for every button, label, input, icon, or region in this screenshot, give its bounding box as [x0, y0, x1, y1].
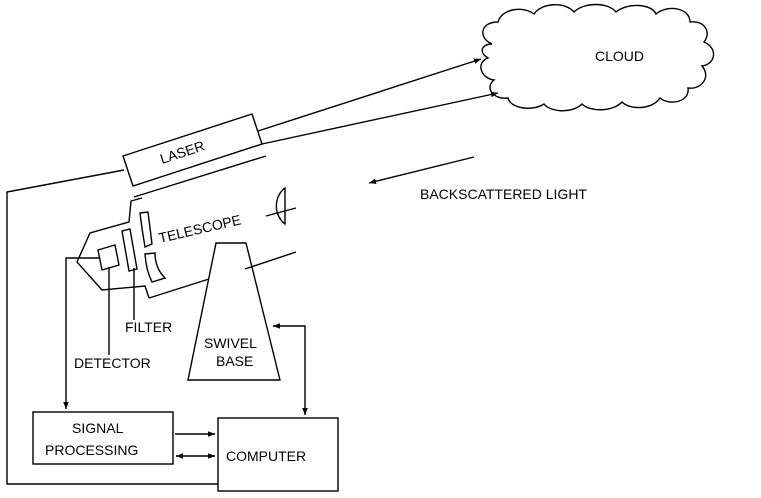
laser-beam-upper	[257, 58, 482, 132]
signal-label: SIGNAL	[72, 420, 124, 436]
filter-element	[121, 228, 138, 272]
signal-processing-box	[32, 411, 174, 465]
telescope-tube-top	[130, 197, 143, 202]
cloud-label: CLOUD	[595, 48, 644, 64]
primary-mirror	[275, 186, 286, 226]
backscattered-light-label: BACKSCATTERED LIGHT	[420, 186, 587, 202]
laser-box	[122, 113, 263, 187]
detector-to-signal-line	[63, 257, 99, 409]
laser-underline	[133, 155, 267, 198]
telescope-tube	[76, 200, 150, 299]
swivel-computer-line	[273, 323, 308, 415]
telescope-tube-bottom	[148, 278, 210, 299]
detector-label: DETECTOR	[74, 355, 151, 371]
lens-lower	[144, 252, 167, 283]
telescope-tube-top-right	[265, 207, 297, 217]
cloud-shape	[480, 3, 715, 112]
processing-label: PROCESSING	[45, 442, 138, 458]
filter-label: FILTER	[125, 319, 172, 335]
telescope-tube-bottom-right	[244, 251, 297, 270]
lens-upper	[139, 211, 153, 248]
base-label: BASE	[216, 353, 253, 369]
swivel-label: SWIVEL	[204, 335, 257, 351]
telescope-label: TELESCOPE	[157, 211, 242, 245]
laser-beam-lower	[261, 91, 499, 145]
detector-box	[97, 244, 120, 271]
backscatter-arrow	[368, 156, 475, 185]
computer-label: COMPUTER	[226, 448, 306, 464]
laser-control-line	[6, 169, 218, 485]
computer-box	[217, 417, 339, 492]
